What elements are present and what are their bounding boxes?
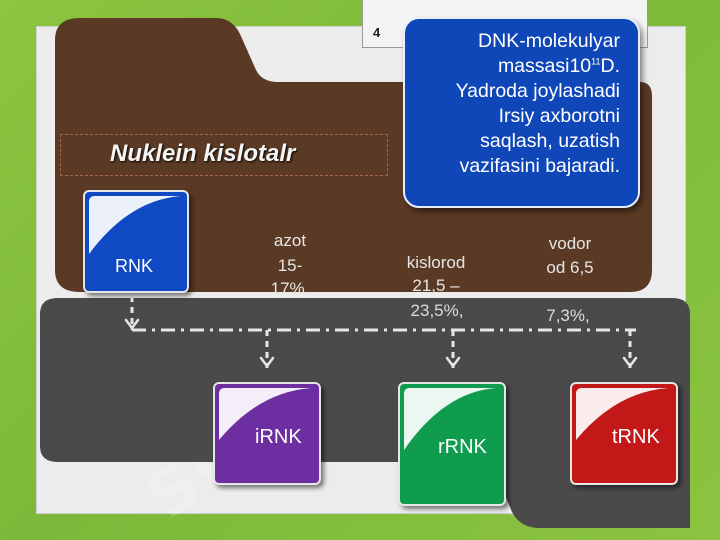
tile-curve-icon (576, 388, 668, 440)
kislorod-label: kislorod (406, 253, 466, 272)
info-line-2-text: massasi10 (497, 55, 592, 77)
arrowhead-irnk (259, 356, 275, 369)
rnk-label: RNK (115, 256, 154, 276)
info-line-4: Irsiy axborotni (498, 105, 620, 127)
tile-curve-icon (404, 388, 496, 450)
azot-label: azot (273, 231, 307, 250)
info-line-2: massasi1011D. (415, 54, 620, 79)
arrowhead-rrnk (445, 356, 461, 369)
vodor-value: od 6,5 (546, 258, 594, 277)
tile-curve-icon (219, 388, 311, 440)
info-line-5: saqlash, uzatish (480, 130, 620, 152)
rnk-tile: RNK (83, 190, 189, 293)
vodor-value-cont: 7,3%, (546, 306, 590, 325)
vodor-label: vodor (548, 234, 592, 253)
rrnk-label: rRNK (438, 436, 487, 458)
azot-value: 15- (277, 256, 303, 275)
arrowhead-trnk (622, 356, 638, 369)
info-exponent: 11 (591, 56, 601, 67)
info-line-2-suffix: D. (600, 55, 621, 77)
kislorod-group: kislorod 21,5 – (388, 250, 486, 296)
page-number: 4 (373, 25, 381, 40)
arrowhead-rnk (124, 318, 140, 331)
info-box: DNK-molekulyar massasi1011D. Yadroda joy… (403, 17, 640, 208)
irnk-tile: iRNK (213, 382, 321, 485)
page-title: Nuklein kislotalr (110, 140, 296, 167)
azot-value-cont: 17%, (270, 279, 310, 296)
info-line-1: DNK-molekulyar (478, 30, 620, 52)
tile-curve-icon (89, 196, 181, 254)
azot-group: azot 15- 17%, (255, 230, 335, 296)
title-frame (60, 134, 388, 176)
kislorod-value: 21,5 – (412, 276, 460, 295)
rrnk-tile: rRNK (398, 382, 506, 506)
info-line-3: Yadroda joylashadi (455, 80, 620, 102)
trnk-label: tRNK (612, 426, 660, 448)
info-line-6: vazifasini bajaradi. (459, 155, 620, 177)
gray-panel-shape (40, 298, 690, 528)
kislorod-value-cont: 23,5%, (410, 301, 464, 320)
irnk-label: iRNK (255, 426, 302, 448)
trnk-tile: tRNK (570, 382, 678, 485)
